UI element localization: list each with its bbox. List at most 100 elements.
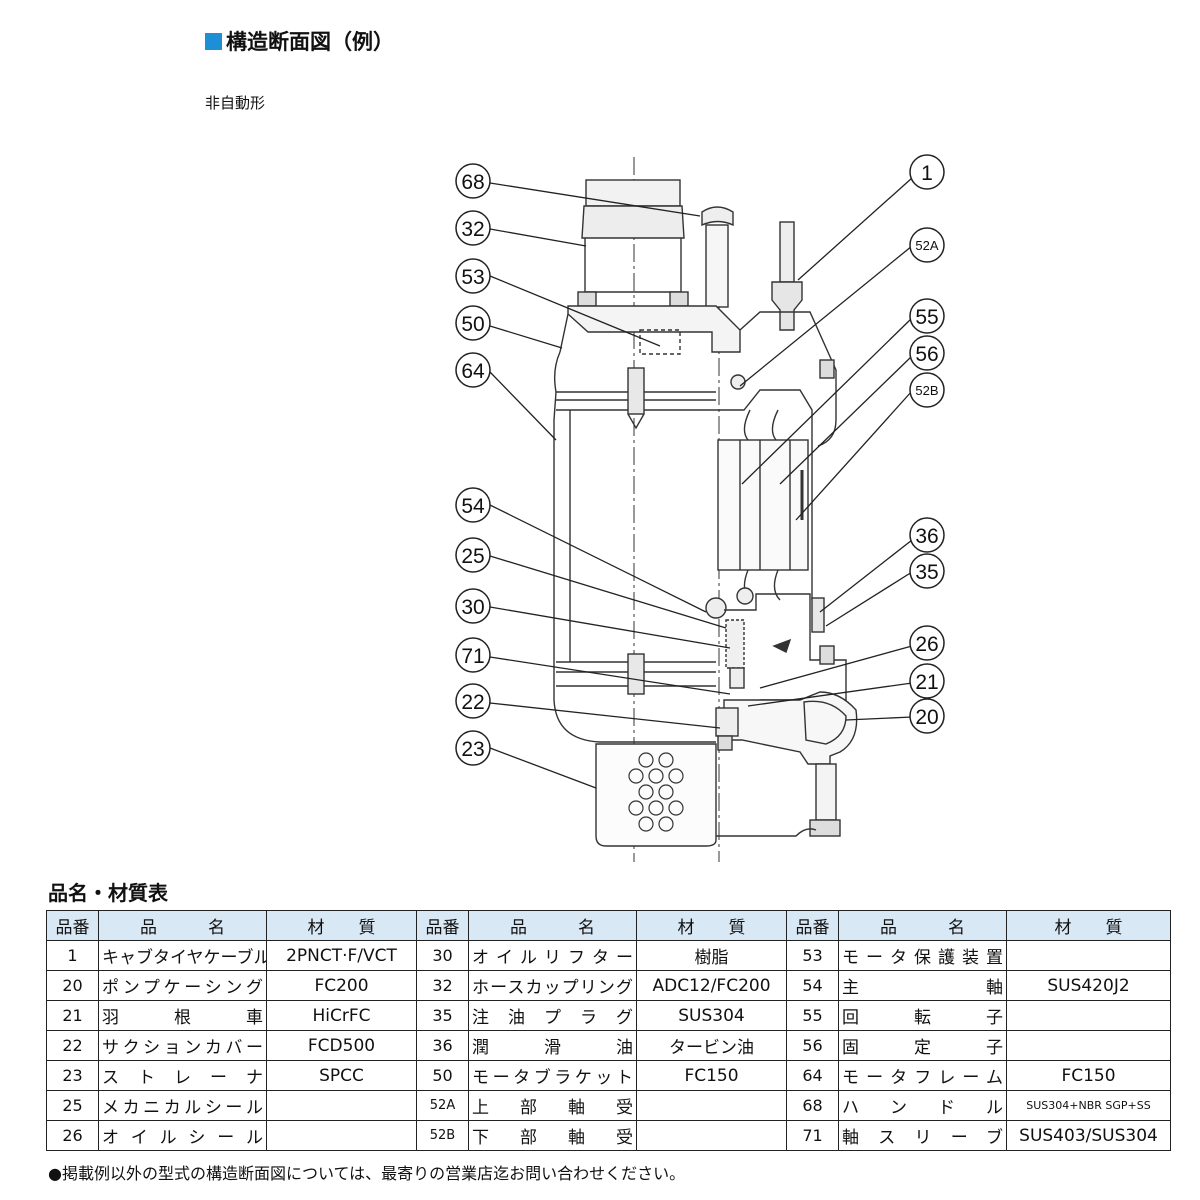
svg-text:52B: 52B <box>915 383 938 398</box>
part-name: サクションカバー <box>98 1030 267 1061</box>
part-material: 樹脂 <box>636 940 787 971</box>
part-name: オイルリフター <box>468 940 637 971</box>
callout-64: 64 <box>455 352 491 388</box>
svg-text:25: 25 <box>461 545 484 568</box>
callout-52b: 52B <box>909 372 945 408</box>
part-name: ハンドル <box>838 1090 1007 1121</box>
part-no: 30 <box>416 940 469 971</box>
part-material: FC150 <box>1006 1060 1171 1091</box>
part-no: 22 <box>46 1030 99 1061</box>
table-row: 20 ポンプケーシング FC200 32 ホースカップリング ADC12/FC2… <box>46 970 1171 1001</box>
callout-71: 71 <box>455 637 491 673</box>
part-name: ポンプケーシング <box>98 970 267 1001</box>
svg-text:20: 20 <box>915 706 938 729</box>
part-material: SUS304+NBR SGP+SS <box>1006 1090 1171 1121</box>
part-material: SUS304 <box>636 1000 787 1031</box>
part-no: 35 <box>416 1000 469 1031</box>
blue-square-icon <box>205 33 222 50</box>
parts-materials-table: 品番 品 名 材 質 品番 品 名 材 質 品番 品 名 材 質 1 キャブタイ… <box>46 910 1171 1151</box>
svg-text:71: 71 <box>461 645 484 668</box>
callout-1: 1 <box>909 154 945 190</box>
part-material <box>636 1120 787 1151</box>
part-material: FCD500 <box>266 1030 417 1061</box>
section-subtitle: 非自動形 <box>205 94 266 112</box>
header-material: 材 質 <box>1006 910 1171 941</box>
svg-text:55: 55 <box>915 306 938 329</box>
section-title: 構造断面図（例） <box>205 26 394 56</box>
header-name: 品 名 <box>468 910 637 941</box>
part-name: オイルシール <box>98 1120 267 1151</box>
callout-53: 53 <box>455 258 491 294</box>
svg-text:21: 21 <box>915 671 938 694</box>
svg-text:26: 26 <box>915 633 938 656</box>
callout-20: 20 <box>909 698 945 734</box>
part-material: 2PNCT·F/VCT <box>266 940 417 971</box>
part-no: 20 <box>46 970 99 1001</box>
callout-26: 26 <box>909 625 945 661</box>
table-row: 23 ストレーナ SPCC 50 モータブラケット FC150 64 モータフレ… <box>46 1060 1171 1091</box>
svg-text:52A: 52A <box>915 238 938 253</box>
part-no: 71 <box>786 1120 839 1151</box>
part-name: 注油プラグ <box>468 1000 637 1031</box>
svg-text:54: 54 <box>461 495 485 518</box>
pump-cross-section-diagram: 68 32 53 50 64 54 25 30 71 22 23 1 52A 5… <box>455 154 945 862</box>
svg-text:1: 1 <box>921 162 933 185</box>
part-material: FC200 <box>266 970 417 1001</box>
table-row: 22 サクションカバー FCD500 36 潤滑油 タービン油 56 固定子 <box>46 1030 1171 1061</box>
callout-55: 55 <box>909 298 945 334</box>
table-header-row: 品番 品 名 材 質 品番 品 名 材 質 品番 品 名 材 質 <box>46 910 1171 941</box>
part-material: SPCC <box>266 1060 417 1091</box>
footnote: ●掲載例以外の型式の構造断面図については、最寄りの営業店迄お問い合わせください。 <box>48 1164 686 1183</box>
part-name: 軸スリーブ <box>838 1120 1007 1151</box>
part-no: 64 <box>786 1060 839 1091</box>
header-no: 品番 <box>46 910 99 941</box>
part-no: 55 <box>786 1000 839 1031</box>
svg-text:53: 53 <box>461 266 484 289</box>
part-no: 36 <box>416 1030 469 1061</box>
svg-text:68: 68 <box>461 171 484 194</box>
part-name: 主軸 <box>838 970 1007 1001</box>
part-name: 上部軸受 <box>468 1090 637 1121</box>
part-material: SUS403/SUS304 <box>1006 1120 1171 1151</box>
part-no: 52B <box>416 1120 469 1151</box>
parts-table-title: 品名・材質表 <box>48 881 168 905</box>
header-material: 材 質 <box>636 910 787 941</box>
svg-text:56: 56 <box>915 343 938 366</box>
part-name: キャブタイヤケーブル <box>98 940 267 971</box>
callout-68: 68 <box>455 163 491 199</box>
part-material: SUS420J2 <box>1006 970 1171 1001</box>
table-row: 26 オイルシール 52B 下部軸受 71 軸スリーブ SUS403/SUS30… <box>46 1120 1171 1151</box>
part-no: 25 <box>46 1090 99 1121</box>
part-no: 23 <box>46 1060 99 1091</box>
part-material <box>266 1120 417 1151</box>
part-name: 回転子 <box>838 1000 1007 1031</box>
part-no: 1 <box>46 940 99 971</box>
callout-22: 22 <box>455 683 491 719</box>
part-material <box>1006 940 1171 971</box>
callout-35: 35 <box>909 553 945 589</box>
svg-text:36: 36 <box>915 525 938 548</box>
part-material <box>1006 1030 1171 1061</box>
part-name: 下部軸受 <box>468 1120 637 1151</box>
callout-23: 23 <box>455 730 491 766</box>
part-no: 52A <box>416 1090 469 1121</box>
part-no: 50 <box>416 1060 469 1091</box>
part-name: モータフレーム <box>838 1060 1007 1091</box>
callout-52a: 52A <box>909 227 945 263</box>
part-name: 潤滑油 <box>468 1030 637 1061</box>
part-material <box>636 1090 787 1121</box>
callout-30: 30 <box>455 588 491 624</box>
section-title-text: 構造断面図（例） <box>226 30 394 54</box>
part-no: 68 <box>786 1090 839 1121</box>
svg-text:30: 30 <box>461 596 484 619</box>
part-name: ホースカップリング <box>468 970 637 1001</box>
header-material: 材 質 <box>266 910 417 941</box>
svg-text:32: 32 <box>461 218 484 241</box>
header-no: 品番 <box>786 910 839 941</box>
part-no: 21 <box>46 1000 99 1031</box>
svg-text:50: 50 <box>461 313 484 336</box>
callout-36: 36 <box>909 517 945 553</box>
header-name: 品 名 <box>838 910 1007 941</box>
part-no: 26 <box>46 1120 99 1151</box>
header-no: 品番 <box>416 910 469 941</box>
